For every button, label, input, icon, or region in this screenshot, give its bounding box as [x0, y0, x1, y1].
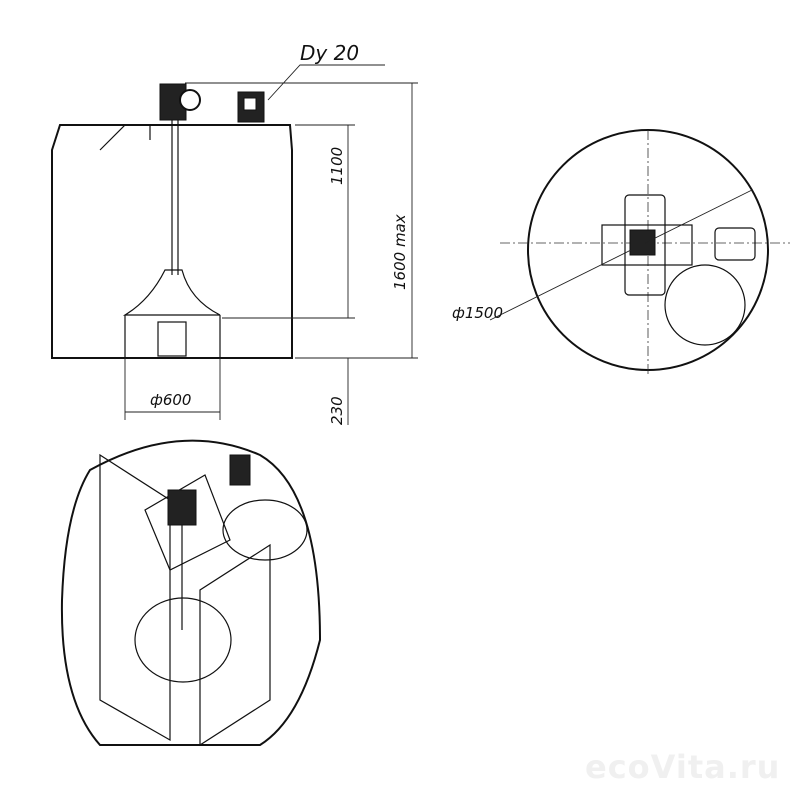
- inspection-hatch: [664, 264, 746, 346]
- top-view: ф1500: [452, 129, 790, 375]
- iso-motor-plate: [144, 474, 231, 571]
- pump-nozzle: [237, 91, 265, 123]
- dim-1600-label: 1600 max: [391, 214, 409, 290]
- tank-body-outline: [51, 124, 293, 359]
- motor-plate: [624, 194, 666, 296]
- agitator-impeller: [122, 269, 221, 316]
- tank-iso-outline: [60, 439, 322, 746]
- tank-shoulder: [99, 124, 151, 151]
- motor-agitator: [159, 83, 201, 121]
- front-view: Dy 20 1100 230 1600 max ф600: [51, 41, 418, 425]
- iso-impeller: [134, 597, 232, 683]
- dim-600-label: ф600: [150, 391, 191, 409]
- isometric-view: [60, 439, 322, 747]
- pump-top: [714, 227, 756, 261]
- dim-1100-label: 1100: [328, 147, 346, 185]
- bottom-outlet: [157, 321, 187, 357]
- dim-230-label: 230: [328, 396, 346, 425]
- nozzle-label: Dy 20: [300, 41, 359, 65]
- nozzle-leader: [267, 64, 385, 101]
- watermark: ecoVita.ru: [585, 748, 781, 786]
- dim-1500-label: ф1500: [452, 304, 503, 322]
- dim-line-1500: [489, 189, 753, 321]
- iso-hatch: [222, 499, 308, 561]
- dim-line-600: [124, 358, 221, 420]
